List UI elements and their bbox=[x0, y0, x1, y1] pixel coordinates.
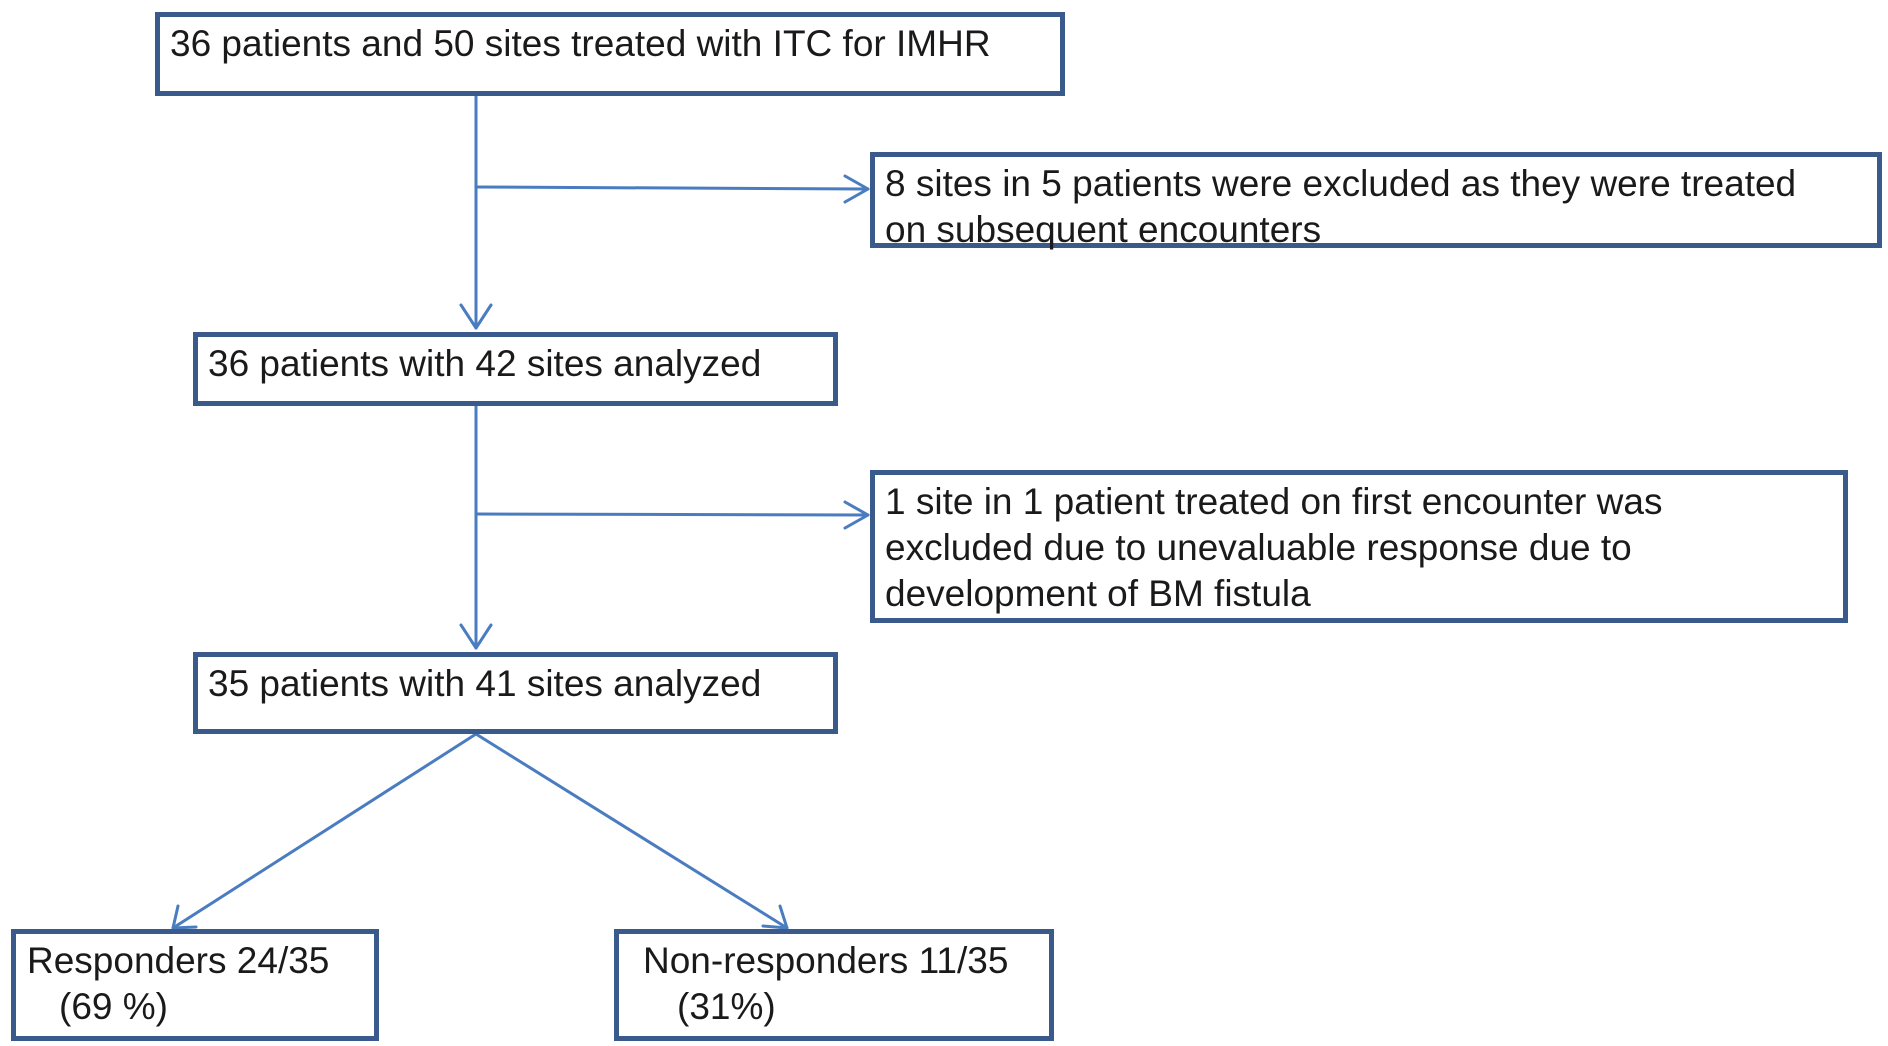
arrow-to-non-responders bbox=[474, 732, 789, 930]
start-box-text: 36 patients and 50 sites treated with IT… bbox=[170, 23, 991, 64]
arrowhead-analyzed2 bbox=[459, 623, 493, 650]
analyzed2-box: 35 patients with 41 sites analyzed bbox=[193, 652, 838, 734]
exclusion2-line-3: development of BM fistula bbox=[885, 573, 1311, 614]
arrow-to-responders bbox=[171, 732, 478, 930]
exclusion1-box: 8 sites in 5 patients were excluded as t… bbox=[870, 152, 1882, 250]
arrowhead-analyzed1 bbox=[459, 303, 493, 330]
exclusion2-box: 1 site in 1 patient treated on first enc… bbox=[870, 470, 1848, 623]
non-responders-box: Non-responders 11/35 (31%) bbox=[614, 929, 1054, 1041]
exclusion1-line-1: 8 sites in 5 patients were excluded as t… bbox=[885, 163, 1797, 204]
arrowhead-responders bbox=[171, 904, 198, 930]
arrow-to-exclusion2 bbox=[474, 512, 870, 517]
exclusion2-line-1: 1 site in 1 patient treated on first enc… bbox=[885, 481, 1663, 522]
start-box: 36 patients and 50 sites treated with IT… bbox=[155, 12, 1065, 96]
arrowhead-non-responders bbox=[761, 904, 789, 930]
arrowhead-exclusion1 bbox=[843, 174, 870, 204]
arrow-to-exclusion1 bbox=[474, 185, 870, 191]
analyzed1-box: 36 patients with 42 sites analyzed bbox=[193, 332, 838, 406]
exclusion2-line-2: excluded due to unevaluable response due… bbox=[885, 527, 1632, 568]
analyzed2-box-text: 35 patients with 41 sites analyzed bbox=[208, 663, 762, 704]
analyzed1-box-text: 36 patients with 42 sites analyzed bbox=[208, 343, 762, 384]
arrowhead-exclusion2 bbox=[843, 500, 870, 530]
responders-box: Responders 24/35 (69 %) bbox=[11, 929, 379, 1041]
exclusion1-line-2: on subsequent encounters bbox=[885, 209, 1322, 250]
responders-line-1: Responders 24/35 bbox=[27, 940, 330, 981]
responders-line-2: (69 %) bbox=[59, 986, 168, 1027]
non-responders-line-2: (31%) bbox=[677, 986, 776, 1027]
non-responders-line-1: Non-responders 11/35 bbox=[643, 940, 1009, 981]
